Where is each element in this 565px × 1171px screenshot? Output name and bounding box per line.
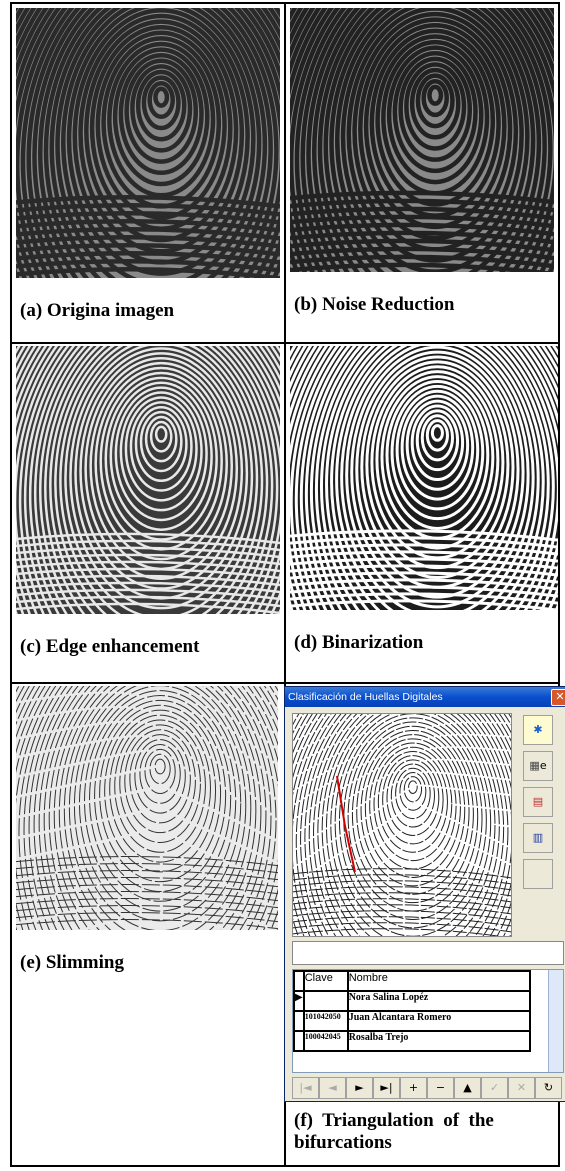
cell-clave: 100042045 (302, 1030, 349, 1052)
cell-clave (302, 990, 349, 1012)
fingerprint-scan-icon[interactable]: ✱ (523, 715, 553, 745)
cell-nombre: Nora Salina Lopéz (346, 990, 531, 1012)
column-header-nombre[interactable]: Nombre (346, 970, 531, 992)
table-row[interactable]: 101042050 Juan Alcantara Romero (293, 1010, 531, 1032)
fingerprint-viewer (261, 637, 565, 1080)
caption-b: (b) Noise Reduction (294, 294, 455, 315)
caption-d: (d) Binarization (294, 632, 424, 653)
compare-icon[interactable]: ▦e (523, 751, 553, 781)
panel-d: (d) Binarization (284, 342, 560, 684)
fingerprint-slimmed (16, 686, 278, 930)
cell-nombre: Juan Alcantara Romero (346, 1010, 531, 1032)
panel-f: Clasificación de Huellas Digitales ✕ ✱ ▦… (261, 637, 565, 1167)
window-titlebar: Clasificación de Huellas Digitales ✕ (285, 687, 565, 707)
column-header-clave[interactable]: Clave (302, 970, 349, 992)
close-icon[interactable]: ✕ (551, 689, 565, 706)
nav-insert-button[interactable]: + (400, 1077, 427, 1099)
panel-a: (a) Origina imagen (10, 2, 286, 344)
data-grid[interactable]: Clave Nombre ▶ Nora Salina Lopéz 1010420… (292, 969, 564, 1073)
app-window: Clasificación de Huellas Digitales ✕ ✱ ▦… (261, 637, 565, 1102)
panel-b: (b) Noise Reduction (284, 2, 560, 344)
nav-next-button[interactable]: ► (346, 1077, 373, 1099)
caption-f: (f) Triangulation of the bifurcations (294, 1110, 556, 1154)
window-title: Clasificación de Huellas Digitales (288, 691, 443, 703)
nav-last-button[interactable]: ►| (373, 1077, 400, 1099)
nav-refresh-button[interactable]: ↻ (535, 1077, 562, 1099)
nav-post-button[interactable]: ✓ (481, 1077, 508, 1099)
figure-grid: (a) Origina imagen (b) Noise Reduction (… (10, 2, 565, 1167)
table-row[interactable]: 100042045 Rosalba Trejo (293, 1030, 531, 1052)
caption-a: (a) Origina imagen (20, 300, 175, 321)
status-strip (292, 941, 564, 965)
nav-delete-button[interactable]: − (427, 1077, 454, 1099)
caption-e: (e) Slimming (20, 952, 124, 973)
caption-c: (c) Edge enhancement (20, 636, 200, 657)
fingerprint-edge-enhanced (16, 346, 280, 614)
nav-first-button[interactable]: |◄ (292, 1077, 319, 1099)
fingerprint-binarized (290, 346, 558, 610)
nav-edit-button[interactable]: ▲ (454, 1077, 481, 1099)
fingerprint-noise-reduced (290, 8, 554, 272)
nav-cancel-button[interactable]: ✕ (508, 1077, 535, 1099)
panel-c: (c) Edge enhancement (10, 342, 286, 684)
fingerprint-original (16, 8, 280, 278)
row-indicator-header (293, 970, 305, 992)
triangulation-line (336, 775, 356, 873)
grid-scrollbar[interactable] (548, 970, 563, 1072)
database-icon[interactable]: ▥ (523, 823, 553, 853)
blank-button[interactable] (523, 859, 553, 889)
print-icon[interactable]: ▤ (523, 787, 553, 817)
cell-clave: 101042050 (302, 1010, 349, 1032)
nav-prev-button[interactable]: ◄ (319, 1077, 346, 1099)
record-navigator: |◄ ◄ ► ►| + − ▲ ✓ ✕ ↻ (292, 1077, 562, 1099)
triangulated-fingerprint (261, 637, 565, 1080)
table-row[interactable]: ▶ Nora Salina Lopéz (293, 990, 531, 1012)
caption-f-line1: (f) Triangulation of the (294, 1110, 494, 1131)
caption-f-line2: bifurcations (294, 1132, 392, 1153)
row-selector-icon: ▶ (293, 990, 305, 1012)
panel-e: (e) Slimming (10, 682, 286, 1167)
cell-nombre: Rosalba Trejo (346, 1030, 531, 1052)
